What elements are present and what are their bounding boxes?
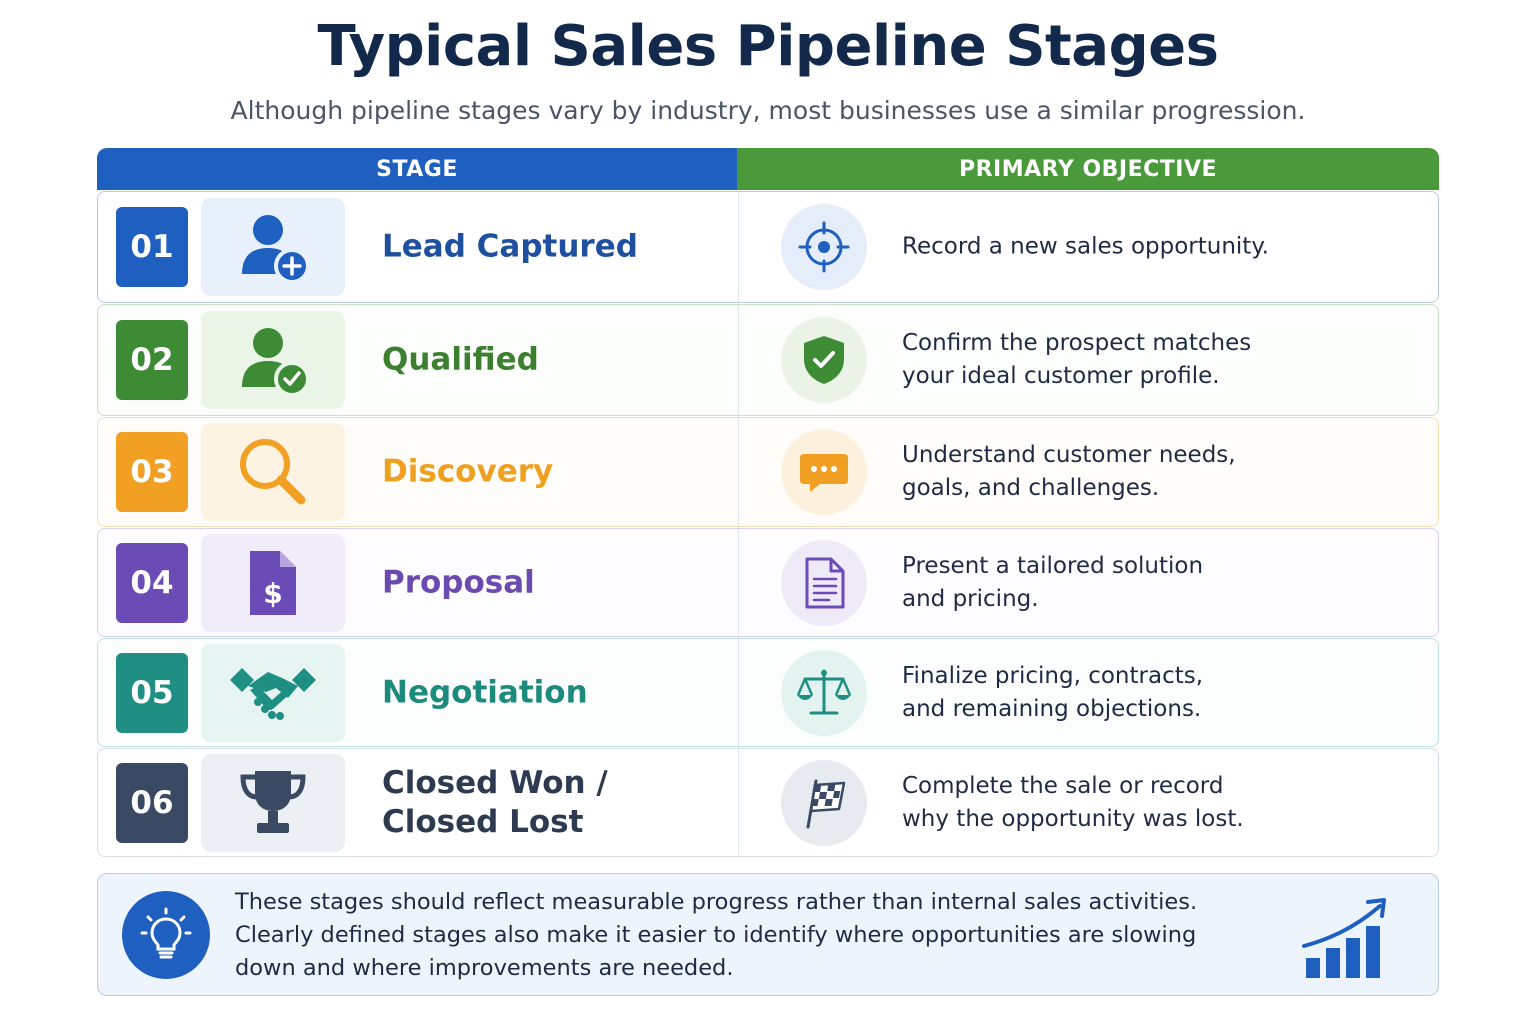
stage-name: Negotiation xyxy=(382,673,588,712)
page-title: Typical Sales Pipeline Stages xyxy=(317,14,1219,79)
magnifier-icon xyxy=(201,423,345,521)
stage-row-negotiation: 05 Negotiation xyxy=(97,638,1439,747)
shield-check-icon xyxy=(781,317,867,403)
checkered-flag-icon xyxy=(781,759,867,846)
objective-text: Complete the sale or record why the oppo… xyxy=(902,772,1244,832)
objective-text: Finalize pricing, contracts, and remaini… xyxy=(902,662,1204,722)
lightbulb-icon xyxy=(122,890,210,979)
stage-name: Closed Won / Closed Lost xyxy=(382,764,608,842)
objective-text: Record a new sales opportunity. xyxy=(902,233,1269,260)
objective-text: Confirm the prospect matches your ideal … xyxy=(902,330,1252,389)
stage-name-text: Proposal xyxy=(382,564,535,600)
stage-name-text: Negotiation xyxy=(382,674,588,710)
dollar-document-icon: $ xyxy=(201,533,345,632)
growth-chart-icon xyxy=(1302,896,1392,985)
column-header-objective: PRIMARY OBJECTIVE xyxy=(737,148,1439,190)
objective-text: Understand customer needs, goals, and ch… xyxy=(902,442,1236,501)
handshake-icon xyxy=(201,643,345,742)
stage-row-closed: 06 Closed Won / Closed Lost xyxy=(97,748,1439,857)
chat-bubble-icon xyxy=(781,429,867,515)
stage-row-discovery: 03 Discovery Understand customer needs, … xyxy=(97,417,1439,527)
stage-number: 01 xyxy=(116,207,188,287)
svg-text:$: $ xyxy=(263,577,282,610)
user-plus-icon xyxy=(201,198,345,296)
footer-note: These stages should reflect measurable p… xyxy=(97,873,1439,996)
stage-name-text: Qualified xyxy=(382,341,539,378)
scales-icon xyxy=(781,649,867,736)
stage-name: Lead Captured xyxy=(382,228,638,267)
stage-row-lead-captured: 01 Lead Captured Record a new sales oppo… xyxy=(97,191,1439,303)
stage-number: 06 xyxy=(116,762,188,843)
stage-name-text: Lead Captured xyxy=(382,228,638,265)
column-header-stage: STAGE xyxy=(97,148,737,190)
objective-text: Present a tailored solution and pricing. xyxy=(902,552,1204,612)
stage-name-line2: Closed Lost xyxy=(382,803,584,840)
stage-name: Discovery xyxy=(382,453,553,492)
stage-number: 02 xyxy=(116,320,188,400)
stage-name-text: Discovery xyxy=(382,453,554,490)
document-icon xyxy=(781,539,867,626)
footer-text: These stages should reflect measurable p… xyxy=(235,889,1198,981)
stage-row-qualified: 02 Qualified Confirm the prospect matche… xyxy=(97,304,1439,416)
trophy-icon xyxy=(201,753,345,852)
stage-row-proposal: 04 $ Proposal Present a tailored solutio… xyxy=(97,528,1439,637)
stage-name-line1: Closed Won / xyxy=(382,764,608,801)
stage-number: 03 xyxy=(116,432,188,512)
stage-number: 04 xyxy=(116,542,188,623)
stage-number: 05 xyxy=(116,652,188,733)
target-icon xyxy=(781,204,867,290)
stage-name: Qualified xyxy=(382,341,539,380)
stage-name: Proposal xyxy=(382,563,535,602)
table-header: STAGE PRIMARY OBJECTIVE xyxy=(97,148,1439,190)
user-check-icon xyxy=(201,311,345,409)
page-subtitle: Although pipeline stages vary by industr… xyxy=(230,96,1306,125)
